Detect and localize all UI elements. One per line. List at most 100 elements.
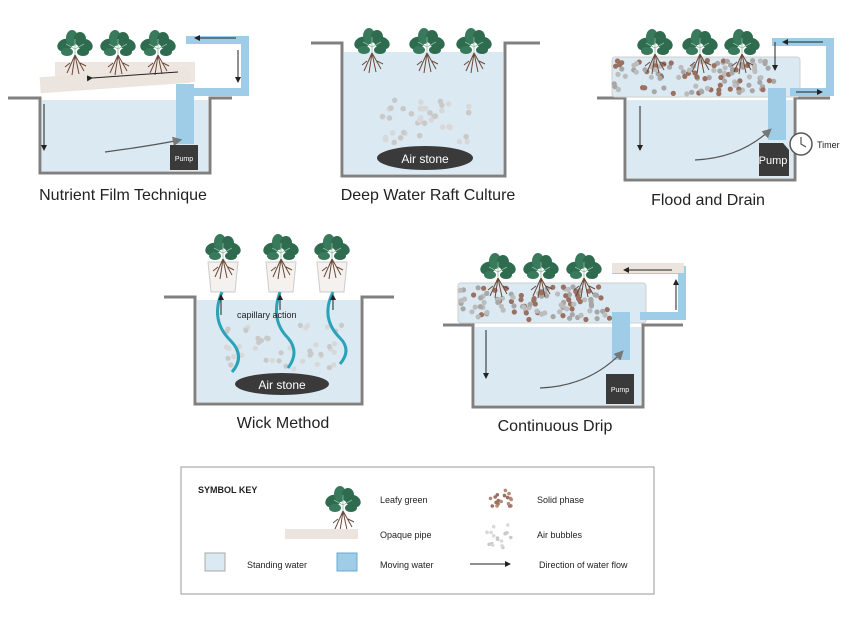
dot [567,315,573,321]
dot [495,504,499,508]
dot [718,74,724,81]
key-moving-water-icon [336,552,358,572]
wick [274,291,296,369]
dwc-title: Deep Water Raft Culture [341,187,516,204]
dot [263,357,269,363]
dot [386,115,393,121]
dot [563,293,569,299]
dot [582,297,588,303]
dot [503,531,507,536]
dot [421,120,428,126]
symbol-key-box [180,466,655,595]
dot [642,67,648,73]
dot [463,133,469,140]
dot [702,76,708,82]
dot [379,113,386,120]
dot [622,73,628,79]
dot [692,70,698,76]
dot [509,535,513,540]
dot [680,69,687,75]
dot [600,308,606,314]
dot [564,306,570,312]
dot [305,322,311,328]
dot [439,124,446,130]
dot [652,67,658,73]
dot [526,316,532,323]
dot [594,309,600,315]
dot [578,312,584,318]
flood-pump-label: Pump [759,155,788,167]
key-air-bubbles-icon [485,523,513,550]
dwc-air-bubbles [379,97,472,146]
wick-system: capillary action Air stone Wick Method [164,233,394,432]
dot [332,341,338,347]
dot [596,284,602,290]
key-bubbles-label: Air bubbles [537,530,583,540]
dot [722,65,728,71]
dot [439,107,445,114]
dot [458,298,464,304]
dot [493,495,498,499]
dot [684,91,690,97]
dot [570,284,576,290]
dot [587,308,593,314]
key-leafy-label: Leafy green [380,495,428,505]
flood-pump [759,143,789,176]
key-flow-label: Direction of water flow [539,560,628,570]
dot [657,75,663,81]
dot [408,111,415,117]
dot [506,501,511,506]
key-pipe-label: Opaque pipe [380,530,432,540]
dot [508,298,514,305]
dot [460,306,466,312]
dot [633,69,639,75]
dot [469,309,475,315]
nft-return-moving-water [176,84,194,144]
dot [706,75,712,81]
dot [475,314,481,320]
dot [400,129,407,136]
wick-air-stone [235,373,329,395]
dot [498,303,504,309]
dot [531,298,537,304]
dot [228,362,234,368]
dot [711,63,717,69]
dot [542,310,548,316]
dot [523,310,529,316]
symbol-key-heading: SYMBOL KEY [198,485,257,495]
dot [484,309,490,315]
dot [382,136,389,143]
dot [615,71,621,77]
dot [494,500,498,505]
key-standing-water-icon [204,552,226,572]
nft-top-pipe [186,36,249,96]
dot [538,290,545,296]
dot [464,138,471,145]
dot [592,292,598,298]
dot [511,309,517,315]
dot [704,85,711,91]
dot [456,138,463,145]
flood-system: Pump Timer Flood and Drain [597,28,840,209]
dot [771,78,777,84]
flood-moving-water [768,88,786,140]
dot [428,117,435,123]
dot [566,297,572,303]
dot [500,544,504,548]
dot [728,62,734,68]
dot [583,316,589,323]
dot [318,351,324,357]
nft-pump-label: Pump [175,156,193,163]
dot [439,102,445,108]
dot [465,109,472,116]
drip-moving-water [612,312,630,360]
dot [400,105,406,112]
wick-airstone-label: Air stone [258,378,306,392]
dot [488,496,493,501]
dot [489,530,493,535]
dot [239,352,245,358]
dot [502,493,507,498]
dot [278,350,284,356]
dot [252,345,258,351]
